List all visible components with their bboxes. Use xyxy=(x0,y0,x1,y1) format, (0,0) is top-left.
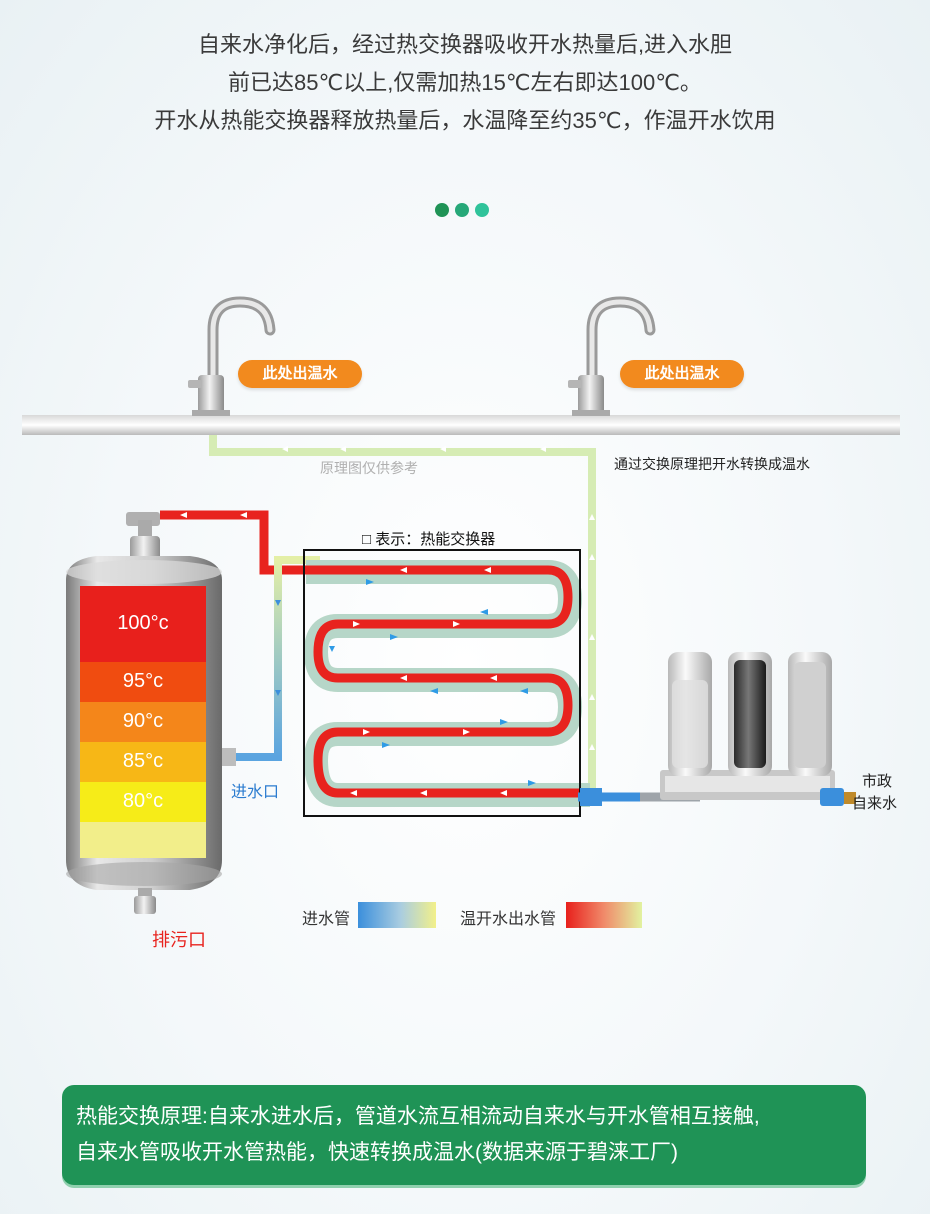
drain-label: 排污口 xyxy=(152,930,206,950)
tank-temp-85: 85°c xyxy=(122,750,164,772)
explanation-line-2: 自来水管吸收开水管热能，快速转换成温水(数据来源于碧涞工厂) xyxy=(76,1141,678,1164)
heat-exchanger-frame xyxy=(303,549,581,817)
section-divider-dots xyxy=(435,203,489,217)
exchanger-legend: □ 表示：热能交换器 xyxy=(362,531,496,548)
explanation-line-1: 热能交换原理:自来水进水后，管道水流互相流动自来水与开水管相互接触, xyxy=(76,1105,760,1128)
inlet-label: 进水口 xyxy=(231,784,280,801)
intro-text: 自来水净化后，经过热交换器吸收开水热量后,进入水胆 前已达85℃以上,仅需加热1… xyxy=(0,26,930,140)
legend-inlet-swatch xyxy=(358,902,436,928)
intro-line-3: 开水从热能交换器释放热量后，水温降至约35℃，作温开水饮用 xyxy=(154,108,776,133)
tank-temp-95: 95°c xyxy=(122,670,164,692)
countertop xyxy=(22,415,900,435)
flow-arrows-warm xyxy=(282,446,595,750)
city-water-label-1: 市政 xyxy=(862,773,893,790)
legend-outlet-label: 温开水出水管 xyxy=(460,911,557,928)
flow-arrows-cold xyxy=(329,579,536,786)
left-faucet-icon xyxy=(188,296,276,416)
dot xyxy=(455,203,469,217)
flow-arrows-hot xyxy=(350,567,507,796)
legend-outlet-swatch xyxy=(566,902,642,928)
right-faucet-icon xyxy=(568,296,656,416)
hot-water-pipe xyxy=(160,510,306,575)
conversion-note: 通过交换原理把开水转换成温水 xyxy=(614,456,810,472)
faucet-label-right: 此处出温水 xyxy=(620,360,744,388)
faucet-label-left: 此处出温水 xyxy=(238,360,362,388)
heat-exchanger-coil xyxy=(303,560,592,807)
dot xyxy=(475,203,489,217)
tank-temp-100: 100°c xyxy=(117,612,169,634)
tank-temp-80: 80°c xyxy=(122,790,164,812)
inlet-pipe xyxy=(228,556,320,761)
filter-unit-icon xyxy=(660,652,856,806)
explanation-panel: 热能交换原理:自来水进水后，管道水流互相流动自来水与开水管相互接触, 自来水管吸… xyxy=(62,1085,866,1185)
tank-temp-90: 90°c xyxy=(122,710,164,732)
dot xyxy=(435,203,449,217)
water-tank xyxy=(66,512,236,914)
legend-inlet-label: 进水管 xyxy=(302,911,351,928)
intro-line-1: 自来水净化后，经过热交换器吸收开水热量后,进入水胆 xyxy=(197,32,733,57)
city-water-label-2: 自来水 xyxy=(852,795,898,812)
reference-note: 原理图仅供参考 xyxy=(320,460,418,476)
intro-line-2: 前已达85℃以上,仅需加热15℃左右即达100℃。 xyxy=(228,70,702,95)
